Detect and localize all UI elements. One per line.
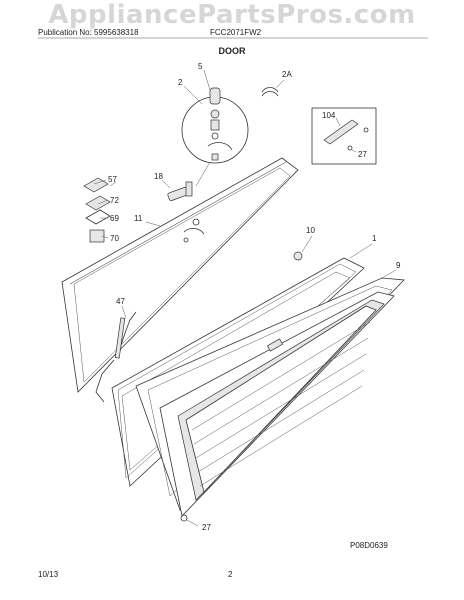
callout-18: 18: [154, 172, 163, 181]
callout-5: 5: [198, 62, 203, 71]
diagram-code: P08D0639: [350, 541, 388, 550]
part-2a-clip[interactable]: [261, 79, 285, 97]
part-9-door-panel[interactable]: [135, 277, 405, 517]
footer-page-number: 2: [228, 570, 233, 579]
part-18-hinge-cover[interactable]: [167, 181, 205, 243]
watermark-logo: AppliancePartsPros.com: [48, 0, 416, 30]
callout-2a: 2A: [282, 70, 292, 79]
callout-10: 10: [306, 226, 315, 235]
callout-57: 57: [108, 175, 117, 184]
callout-2: 2: [178, 78, 183, 87]
model-number: FCC2071FW2: [210, 28, 262, 37]
callout-72: 72: [110, 196, 119, 205]
part-104-inset[interactable]: [311, 107, 377, 165]
publication-number: Publication No: 5995638318: [38, 28, 139, 37]
footer-date: 10/13: [38, 570, 59, 579]
callout-69: 69: [110, 214, 119, 223]
callout-27-inset: 27: [358, 150, 367, 159]
leader-lines: [93, 69, 397, 319]
part-10-bumper[interactable]: [293, 235, 313, 261]
part-47-wire-harness[interactable]: [95, 311, 137, 403]
callout-1: 1: [372, 234, 377, 243]
callout-70: 70: [110, 234, 119, 243]
hinge-detail[interactable]: [181, 87, 249, 187]
callout-104: 104: [322, 111, 336, 120]
callout-11: 11: [134, 214, 143, 223]
switch-stack[interactable]: [83, 177, 117, 243]
callout-27: 27: [202, 523, 211, 532]
section-title: DOOR: [218, 46, 246, 56]
part-27-screw[interactable]: [180, 514, 199, 527]
callout-9: 9: [396, 261, 401, 270]
callout-47: 47: [116, 297, 125, 306]
